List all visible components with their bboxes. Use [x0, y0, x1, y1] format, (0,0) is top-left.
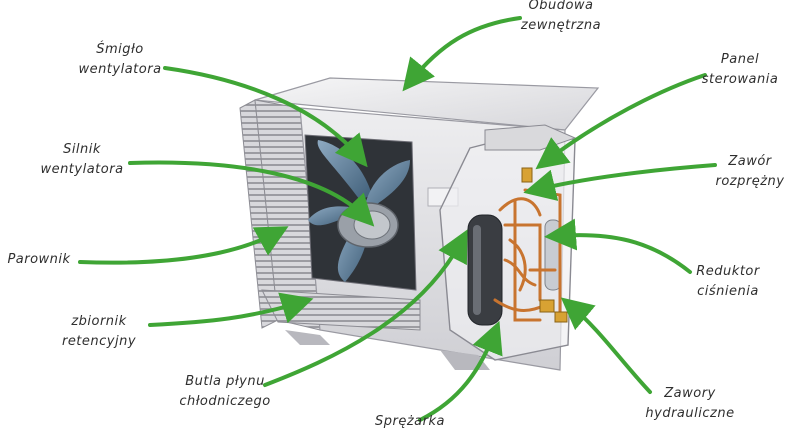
label-panel: Panel sterowania — [690, 50, 790, 90]
label-line: Silnik — [63, 142, 101, 157]
label-line: zbiornik — [71, 314, 127, 329]
expansion-valve — [521, 167, 533, 183]
callout-arrows — [78, 16, 717, 422]
arrow-butla — [263, 229, 468, 387]
hydraulic-valve — [539, 299, 555, 313]
outdoor-unit — [239, 77, 600, 371]
label-line: Parownik — [7, 252, 71, 267]
label-line: Butla płynu — [185, 374, 265, 389]
arrow-reduktor — [544, 218, 692, 274]
fan-blade — [365, 160, 410, 210]
label-line: zewnętrzna — [520, 18, 602, 33]
label-line: Obudowa — [528, 0, 594, 13]
label-line: Zawór — [728, 154, 772, 169]
label-reduktor: Reduktor ciśnienia — [678, 262, 778, 302]
unit-foot — [285, 330, 330, 345]
label-zawor: Zawór rozprężny — [700, 152, 800, 192]
arrow-zawor — [523, 163, 717, 201]
label-line: chłodniczego — [179, 394, 271, 409]
compressor-highlight — [473, 225, 481, 315]
label-sprezarka: Sprężarka — [355, 412, 465, 432]
arrow-silnik — [128, 160, 375, 227]
label-parownik: Parownik — [0, 250, 78, 270]
label-line: Reduktor — [696, 264, 760, 279]
label-line: sterowania — [701, 72, 779, 87]
label-zawory: Zawory hydrauliczne — [630, 384, 750, 424]
arrow-zawory — [560, 297, 652, 394]
label-line: rozprężny — [715, 174, 785, 189]
label-silnik: Silnik wentylatora — [22, 140, 142, 180]
fan-motor-face — [353, 210, 391, 240]
label-line: Panel — [720, 52, 760, 67]
label-line: hydrauliczne — [645, 406, 735, 421]
label-line: wentylatora — [40, 162, 124, 177]
label-line: Zawory — [664, 386, 716, 401]
label-zbiornik: zbiornik retencyjny — [44, 312, 154, 352]
arrow-panel — [535, 73, 707, 170]
label-butla: Butla płynu chłodniczego — [160, 372, 290, 412]
arrow-sprezarka — [418, 320, 503, 422]
fan-blade — [317, 140, 372, 200]
hydraulic-valve — [554, 311, 568, 323]
label-line: ciśnienia — [697, 284, 759, 299]
label-line: retencyjny — [61, 334, 137, 349]
label-line: wentylatora — [78, 62, 162, 77]
arrow-parownik — [78, 226, 289, 265]
arrow-obudowa — [402, 16, 522, 92]
label-line: Śmigło — [96, 42, 144, 57]
label-obudowa: Obudowa zewnętrzna — [506, 0, 616, 36]
label-line: Sprężarka — [375, 414, 445, 429]
arrow-smiglo — [163, 66, 368, 168]
unit-top-cover — [254, 77, 600, 131]
arrow-zbiornik — [148, 292, 314, 327]
label-smiglo: Śmigło wentylatora — [60, 40, 180, 80]
